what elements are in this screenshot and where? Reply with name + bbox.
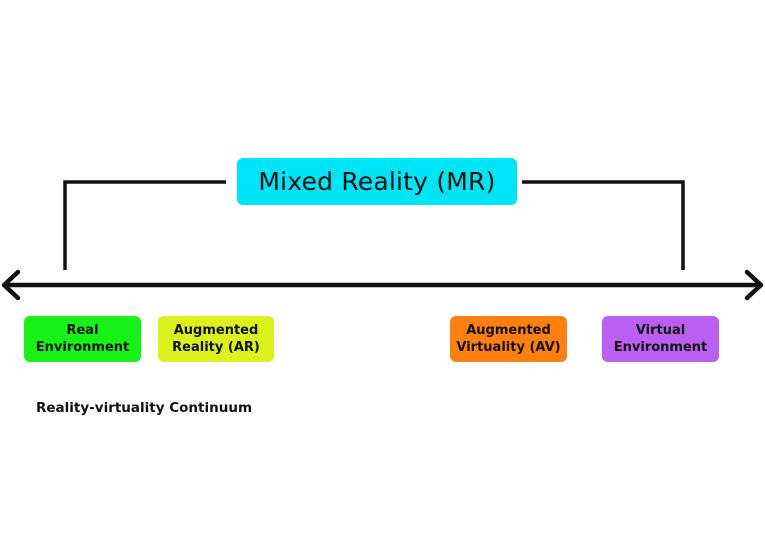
real-environment-node: Real Environment [24, 316, 141, 362]
virtual-environment-node: Virtual Environment [602, 316, 719, 362]
augmented-virtuality-node: Augmented Virtuality (AV) [450, 316, 567, 362]
augmented-reality-node: Augmented Reality (AR) [158, 316, 274, 362]
right-arrowhead [744, 269, 764, 301]
mr-bracket-left [63, 180, 226, 270]
left-arrowhead [1, 269, 21, 301]
mixed-reality-box: Mixed Reality (MR) [237, 158, 517, 205]
continuum-caption: Reality-virtuality Continuum [36, 400, 253, 416]
mr-bracket-right [522, 180, 685, 270]
